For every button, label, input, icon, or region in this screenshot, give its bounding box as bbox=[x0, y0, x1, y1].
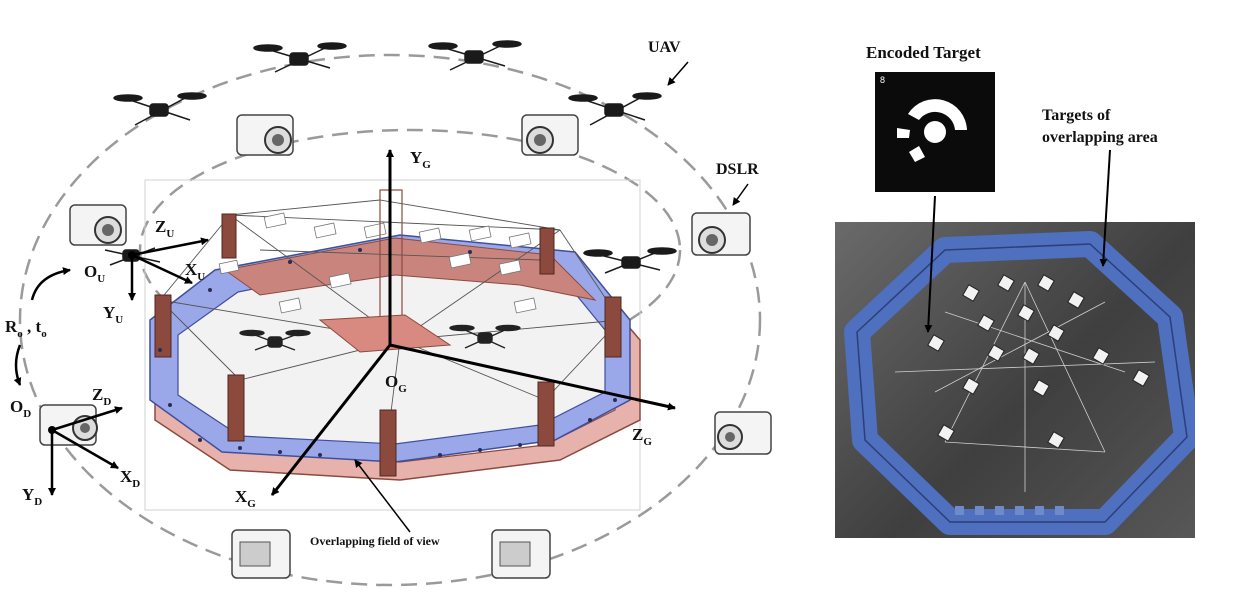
transform-label: Ro , to bbox=[5, 317, 47, 340]
uav-origin-label: OU bbox=[84, 262, 105, 285]
overlap-photo bbox=[835, 222, 1195, 538]
uav-pointer-arrow bbox=[667, 61, 689, 86]
camera-icon bbox=[714, 411, 772, 455]
dslr-y-label: YD bbox=[22, 485, 42, 508]
dslr-orbit-dashed bbox=[138, 128, 682, 372]
dslr-axes bbox=[48, 406, 123, 496]
encoded-target-card: 8 bbox=[875, 72, 995, 192]
pillars bbox=[154, 213, 622, 477]
uav-orbit-dashed bbox=[18, 53, 762, 587]
dslr-origin-label: OD bbox=[10, 397, 31, 420]
camera-icon bbox=[521, 114, 579, 156]
drone-icon bbox=[449, 324, 521, 349]
uav-y-label: YU bbox=[103, 303, 123, 326]
encoded-target-label: Encoded Target bbox=[866, 43, 981, 62]
drone-icon bbox=[239, 329, 311, 351]
uav-label: UAV bbox=[648, 39, 681, 56]
targets-overlap-label-2: overlapping area bbox=[1042, 129, 1158, 146]
global-x-label: XG bbox=[235, 487, 256, 510]
transform-arrow-up bbox=[30, 267, 71, 301]
uav-origin-dot bbox=[128, 251, 136, 259]
dslr-origin-dot bbox=[48, 426, 56, 434]
uav-drone-icon bbox=[428, 40, 522, 71]
center-platform bbox=[318, 314, 452, 353]
uav-z-label: ZU bbox=[155, 217, 174, 240]
overlapping-fov-label: Overlapping field of view bbox=[310, 534, 440, 548]
encoded-target-number: 8 bbox=[880, 75, 886, 85]
target-plates bbox=[218, 212, 537, 314]
dslr-x-label: XD bbox=[120, 467, 140, 490]
photo-content bbox=[844, 231, 1195, 535]
targets-overlap-label-1: Targets of bbox=[1042, 107, 1111, 124]
camera-icon bbox=[691, 212, 751, 256]
dslr-pointer-arrow bbox=[732, 183, 749, 206]
camera-icon bbox=[491, 529, 551, 579]
global-z-label: ZG bbox=[632, 425, 652, 448]
camera-icon bbox=[69, 204, 127, 246]
fov-pointer-arrow bbox=[354, 459, 411, 533]
global-origin-label: OG bbox=[385, 372, 407, 395]
camera-icon bbox=[231, 529, 291, 579]
uav-drone-icon bbox=[568, 92, 662, 126]
uav-drone-icon bbox=[113, 92, 207, 126]
global-y-label: YG bbox=[410, 148, 431, 171]
uav-drone-icon bbox=[583, 247, 677, 274]
truss-cables bbox=[159, 199, 621, 421]
global-axes bbox=[270, 149, 676, 496]
uav-x-label: XU bbox=[185, 260, 205, 283]
uav-axes bbox=[128, 237, 209, 301]
uav-drone-icon bbox=[253, 42, 347, 73]
dslr-z-label: ZD bbox=[92, 385, 111, 408]
ring-holes bbox=[158, 248, 617, 457]
camera-icon bbox=[236, 114, 294, 156]
encoded-target-pattern bbox=[897, 99, 967, 162]
dslr-label: DSLR bbox=[716, 161, 759, 178]
transform-arrow-down bbox=[13, 344, 22, 386]
